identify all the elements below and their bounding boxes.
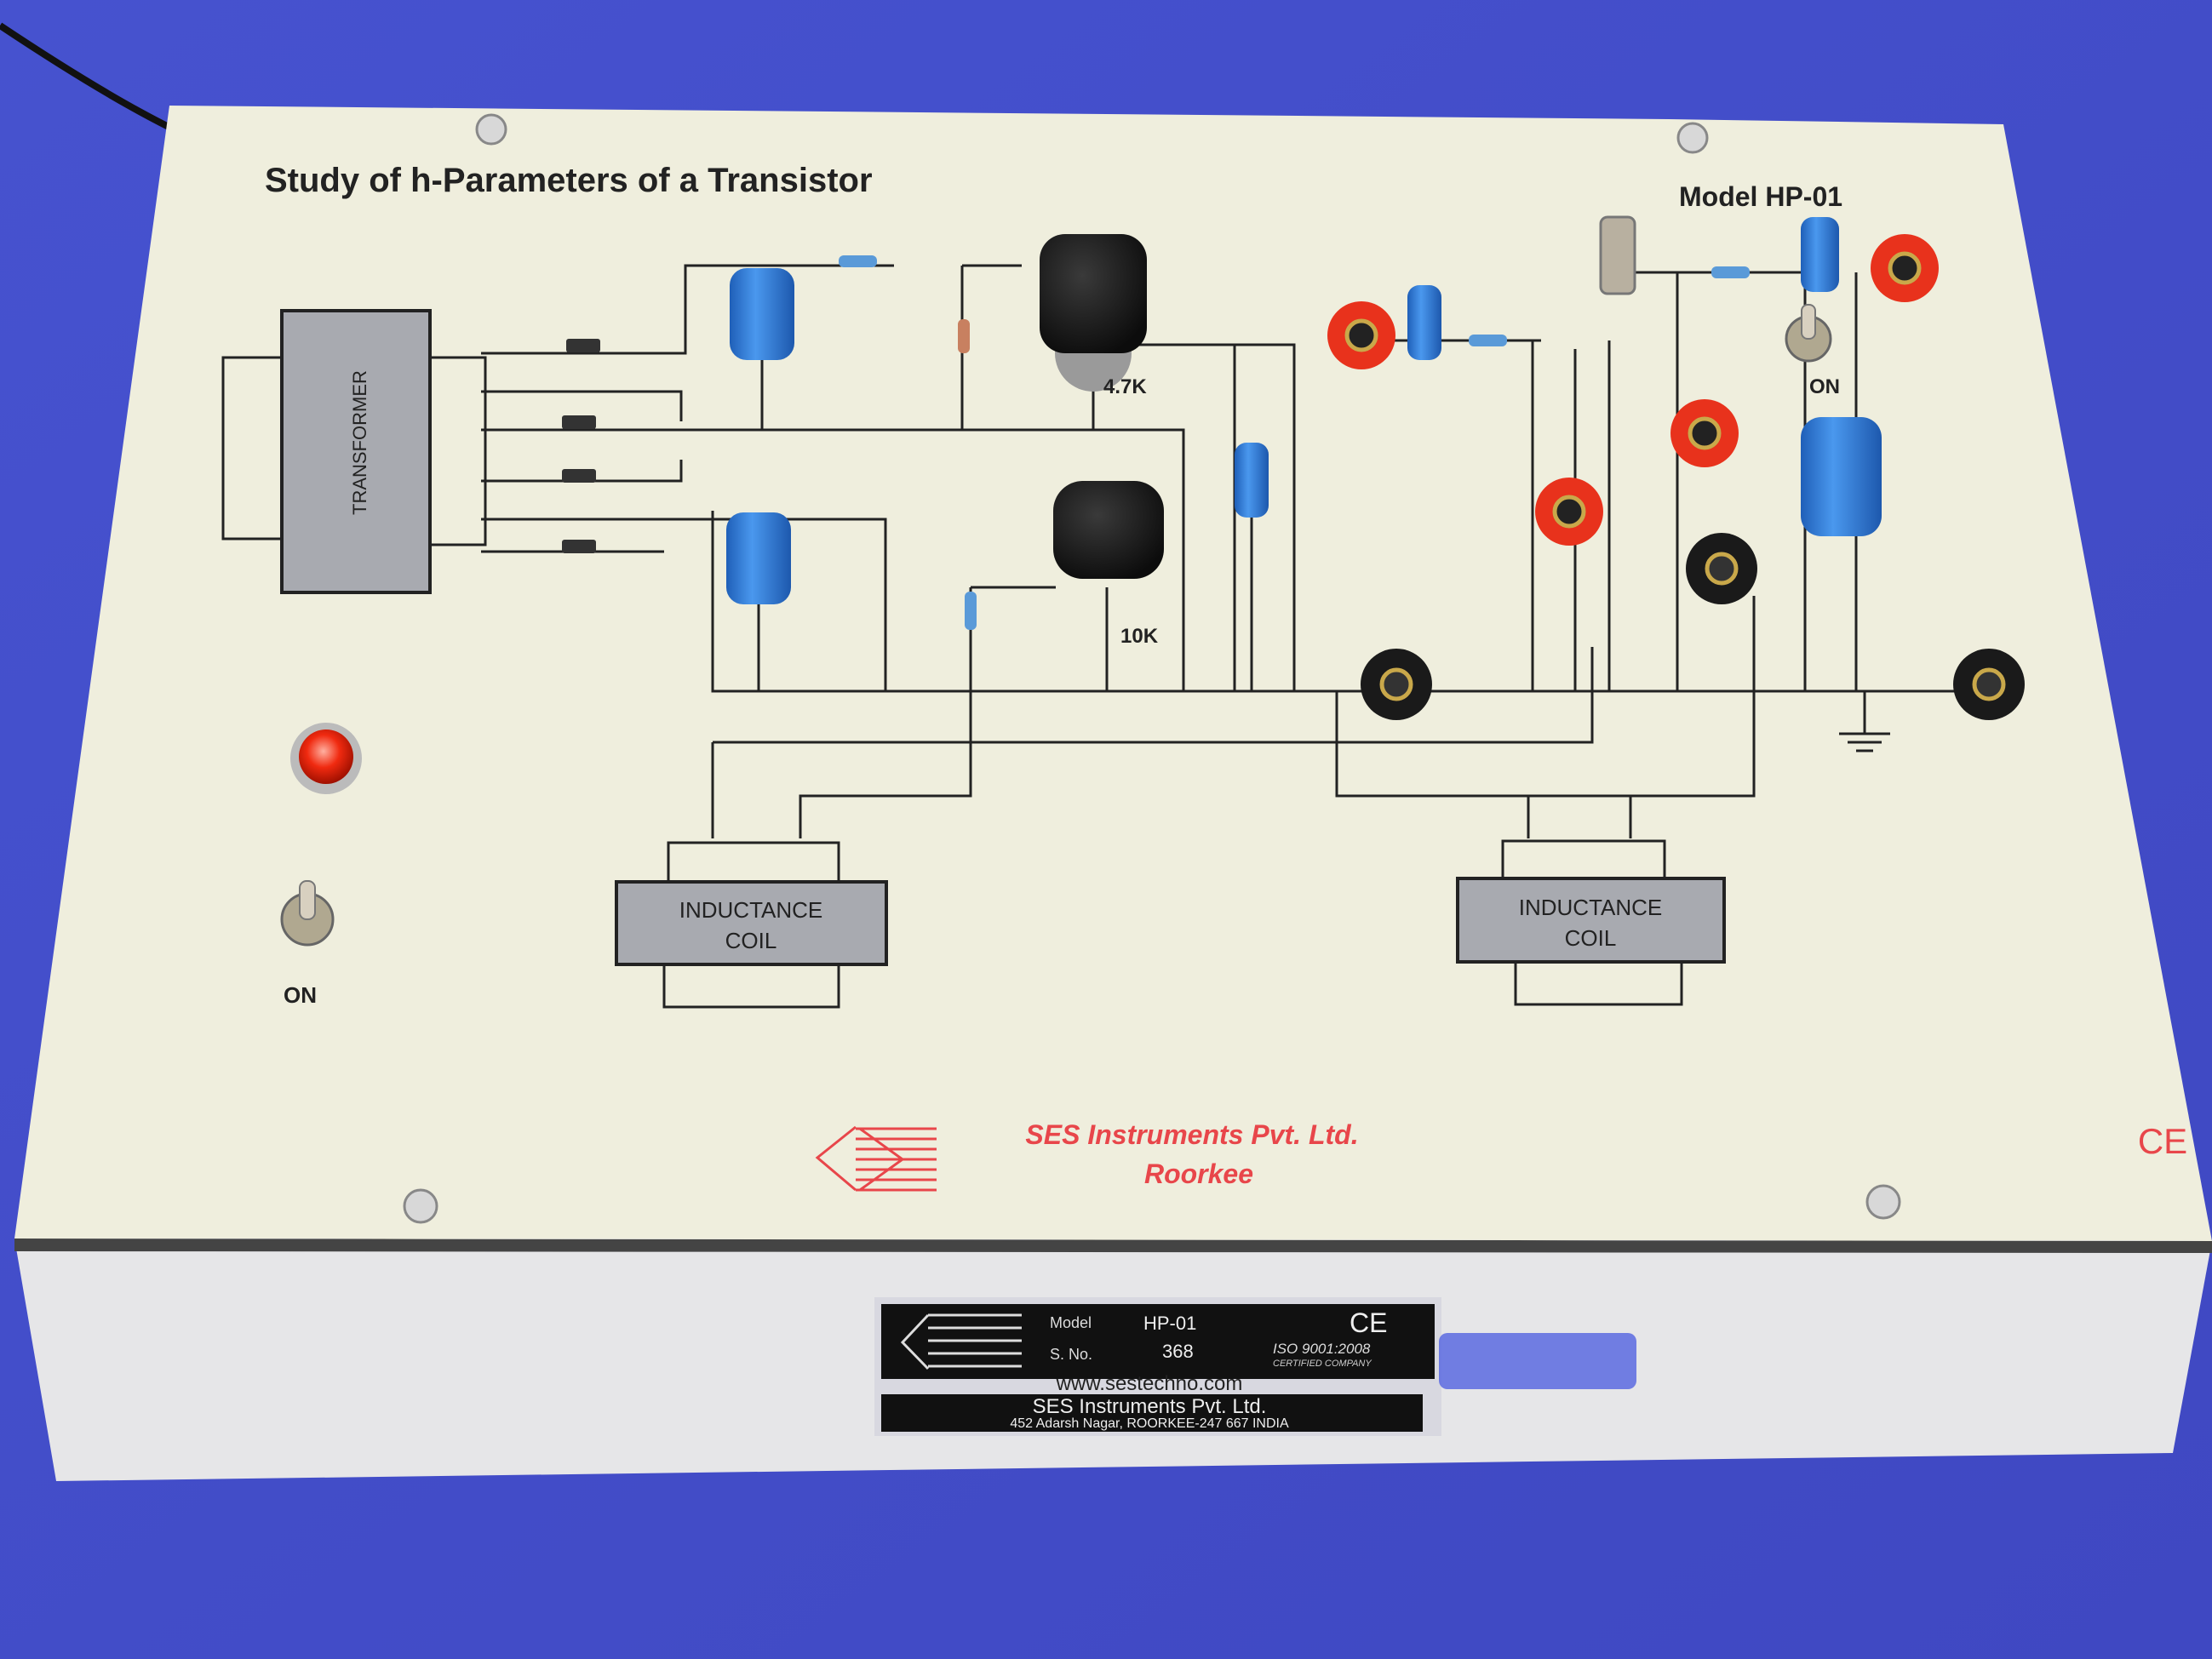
- company-name: SES Instruments Pvt. Ltd.: [1025, 1119, 1358, 1150]
- hologram-sticker: [1439, 1333, 1636, 1389]
- screws: [403, 113, 1901, 1224]
- ce-mark: CE: [2138, 1121, 2187, 1161]
- resistors: [839, 255, 1750, 630]
- inductance-coil-left: INDUCTANCE COIL: [615, 841, 888, 1009]
- capacitor-icon: [730, 268, 794, 360]
- nameplate-ce-mark: CE: [1350, 1307, 1387, 1338]
- screw-icon: [475, 113, 507, 146]
- toggle-switch-2[interactable]: [1785, 304, 1832, 363]
- power-led: [290, 723, 362, 794]
- ses-logo: [815, 1125, 937, 1192]
- pot1-label: 4.7K: [1103, 375, 1147, 398]
- diode-icon: [566, 339, 600, 352]
- potentiometer-4.7k[interactable]: [1040, 234, 1147, 392]
- power-toggle-switch[interactable]: [280, 880, 335, 947]
- nameplate-model-value: HP-01: [1143, 1313, 1196, 1334]
- capacitor-icon: [1801, 417, 1882, 536]
- red-jack[interactable]: [1535, 478, 1603, 546]
- coil-left-label: INDUCTANCE: [679, 897, 823, 923]
- power-switch-label: ON: [284, 982, 317, 1008]
- capacitor-icon: [726, 512, 791, 604]
- screw-icon: [403, 1188, 438, 1224]
- nameplate-model-label: Model: [1050, 1314, 1092, 1331]
- red-jacks[interactable]: [1327, 234, 1939, 546]
- resistor-icon: [839, 255, 877, 267]
- black-jack[interactable]: [1686, 533, 1757, 604]
- capacitor-icon: [1235, 443, 1269, 518]
- black-jack[interactable]: [1953, 649, 2025, 720]
- model-label: Model HP-01: [1679, 181, 1842, 212]
- resistor-icon: [1711, 266, 1750, 278]
- knob-icon[interactable]: [1040, 234, 1147, 353]
- diodes: [562, 339, 600, 553]
- red-jack[interactable]: [1670, 399, 1739, 467]
- resistor-icon: [965, 592, 977, 630]
- diode-icon: [562, 540, 596, 553]
- inductance-coil-right: INDUCTANCE COIL: [1456, 839, 1726, 1006]
- coil-left-label-2: COIL: [725, 928, 777, 953]
- transistor-socket[interactable]: [1599, 215, 1636, 295]
- black-jacks[interactable]: [1361, 533, 2025, 720]
- coil-right-label: INDUCTANCE: [1519, 895, 1663, 920]
- capacitor-icon: [1407, 285, 1441, 360]
- coil-right-label-2: COIL: [1565, 925, 1617, 951]
- potentiometer-10k[interactable]: [1053, 481, 1164, 579]
- nameplate-serial-label: S. No.: [1050, 1346, 1092, 1363]
- nameplate-website: www.sestechno.com: [1056, 1372, 1243, 1395]
- nameplate: Model HP-01 S. No. 368 CE ISO 9001:2008 …: [874, 1297, 1441, 1436]
- capacitor-icon: [1801, 217, 1839, 292]
- black-jack[interactable]: [1361, 649, 1432, 720]
- nameplate-serial-value: 368: [1162, 1341, 1194, 1362]
- power-cable: [0, 22, 172, 131]
- capacitors: [726, 217, 1882, 604]
- diode-icon: [562, 415, 596, 429]
- transformer-block: [280, 309, 432, 594]
- resistor-icon: [1469, 335, 1507, 346]
- nameplate-company: SES Instruments Pvt. Ltd.: [1033, 1395, 1267, 1418]
- resistor-icon: [958, 319, 970, 353]
- transformer-label: TRANSFORMER: [349, 370, 370, 515]
- nameplate-certified: CERTIFIED COMPANY: [1273, 1359, 1372, 1369]
- switch2-label: ON: [1809, 375, 1840, 398]
- red-jack[interactable]: [1327, 301, 1395, 369]
- screw-icon: [1865, 1184, 1901, 1220]
- company-city: Roorkee: [1144, 1158, 1253, 1189]
- screw-icon: [1676, 122, 1709, 154]
- pot2-label: 10K: [1120, 625, 1159, 648]
- nameplate-address: 452 Adarsh Nagar, ROORKEE-247 667 INDIA: [1010, 1416, 1289, 1431]
- knob-icon[interactable]: [1053, 481, 1164, 579]
- diode-icon: [562, 469, 596, 483]
- panel-edge: [14, 1239, 2212, 1253]
- nameplate-iso: ISO 9001:2008: [1273, 1341, 1371, 1357]
- panel-title: Study of h-Parameters of a Transistor: [265, 162, 873, 199]
- red-jack[interactable]: [1871, 234, 1939, 302]
